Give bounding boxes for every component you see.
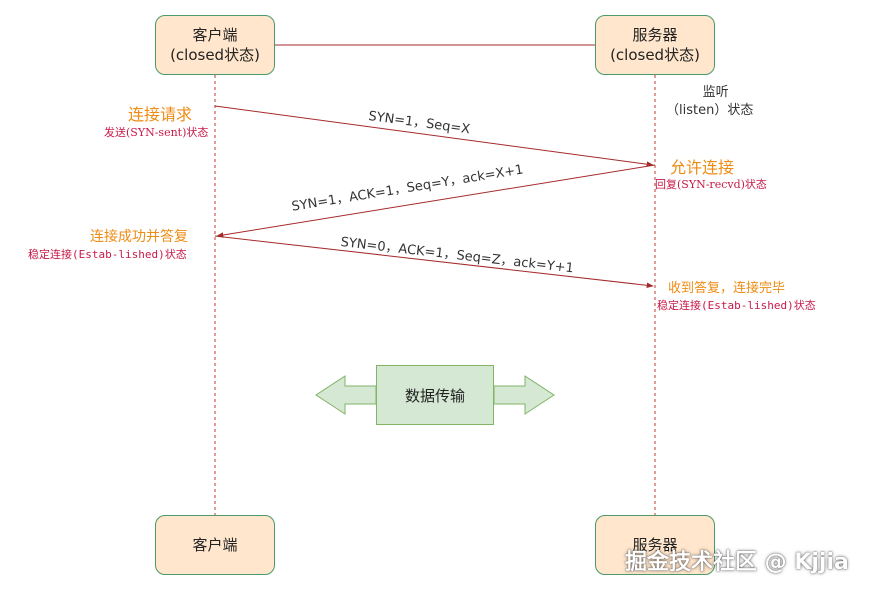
step1-title: 连接请求 [128, 105, 193, 124]
data-transfer-box: 数据传输 [376, 365, 494, 425]
step4-state: 稳定连接(Estab-lished)状态 [657, 299, 816, 312]
client-state: (closed状态) [170, 46, 260, 64]
ack-arrow [214, 235, 654, 289]
watermark: 掘金技术社区 @ Kjjia [625, 550, 849, 575]
step3-title: 连接成功并答复 [90, 229, 188, 245]
server-state: (closed状态) [610, 46, 700, 64]
data-transfer-label: 数据传输 [404, 386, 465, 405]
data-transfer-right-arrow [493, 375, 555, 415]
server-listen-label: 监听 （listen）状态 [666, 85, 754, 118]
step1-state: 发送(SYN-sent)状态 [104, 126, 209, 139]
server-top-box: 服务器 (closed状态) [595, 15, 715, 75]
syn-ack-arrow [216, 164, 656, 238]
step2-title: 允许连接 [670, 158, 735, 177]
step2-state: 回复(SYN-recvd)状态 [655, 178, 767, 191]
client-top-box: 客户端 (closed状态) [155, 15, 275, 75]
client-title: 客户端 [192, 26, 238, 44]
step3-state: 稳定连接(Estab-lished)状态 [28, 248, 187, 261]
server-bottom-title: 服务器 [632, 536, 678, 554]
server-title: 服务器 [632, 26, 678, 44]
data-transfer-left-arrow [315, 375, 377, 415]
syn-arrow [214, 105, 654, 167]
server-bottom-box: 服务器 [595, 515, 715, 575]
client-bottom-box: 客户端 [155, 515, 275, 575]
client-bottom-title: 客户端 [192, 536, 238, 554]
step4-title: 收到答复，连接完毕 [668, 281, 786, 296]
